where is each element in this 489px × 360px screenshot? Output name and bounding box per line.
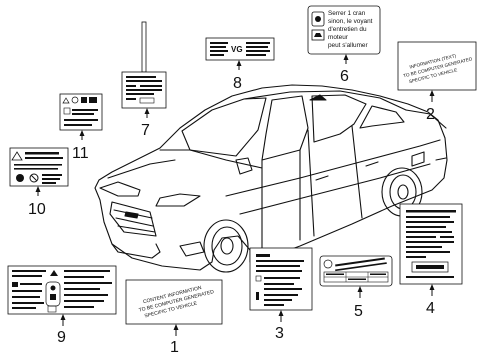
callout-8: 8 — [233, 60, 242, 92]
label-7-hanging-tag — [121, 21, 167, 109]
label-6-line-5: peut s'allumer — [328, 42, 368, 49]
callout-number-11: 11 — [72, 145, 89, 162]
callout-number-7: 7 — [141, 122, 150, 139]
label-6-line-4: moteur — [328, 34, 349, 41]
callout-10: 10 — [28, 186, 46, 218]
callout-number-9: 9 — [57, 329, 66, 346]
label-4-emission-info — [399, 203, 463, 285]
callout-11: 11 — [72, 130, 89, 162]
svg-text:Serrer 1 cran sinon, le: Serrer 1 cran sinon, le voyant d'entreti… — [328, 10, 374, 49]
label-8-vin-label: VG — [205, 37, 275, 61]
child-seat-icon — [16, 174, 24, 182]
label-6-line-1: Serrer 1 cran — [328, 10, 366, 17]
callout-number-8: 8 — [233, 75, 242, 92]
callout-number-2: 2 — [426, 106, 435, 123]
callout-number-5: 5 — [354, 303, 363, 320]
callout-1: 1 — [170, 324, 179, 356]
label-6-fuel-cap-warning: Serrer 1 cran sinon, le voyant d'entreti… — [307, 5, 381, 55]
label-6-line-3: d'entretien du — [328, 26, 367, 33]
label-3-tire-info — [249, 247, 313, 311]
label-10-sun-visor-warning — [9, 147, 69, 187]
label-8-logo-text: VG — [231, 45, 243, 54]
label-2-vehicle-info: INFORMATION (TEXT) TO BE COMPUTER GENERA… — [397, 41, 477, 91]
callout-number-1: 1 — [170, 339, 179, 356]
car-illustration — [94, 84, 448, 273]
callout-2: 2 — [426, 90, 435, 123]
callout-number-4: 4 — [426, 300, 435, 317]
callout-number-6: 6 — [340, 68, 349, 85]
callout-4: 4 — [426, 284, 435, 317]
callout-9: 9 — [57, 314, 66, 346]
callout-3: 3 — [275, 310, 284, 342]
label-1-vehicle-info: CONTENT INFORMATION TO BE COMPUTER GENER… — [125, 279, 223, 325]
label-6-line-2: sinon, le voyant — [328, 18, 373, 25]
label-5-refrigerant-info — [319, 255, 393, 287]
callout-7: 7 — [141, 108, 150, 139]
callout-6: 6 — [340, 54, 349, 85]
callout-number-10: 10 — [28, 201, 46, 218]
label-9-airbag-info — [7, 265, 117, 315]
callout-5: 5 — [354, 286, 363, 320]
label-11-radiator-cap-label — [59, 93, 103, 131]
callout-number-3: 3 — [275, 325, 284, 342]
warning-triangle-icon — [11, 151, 23, 161]
